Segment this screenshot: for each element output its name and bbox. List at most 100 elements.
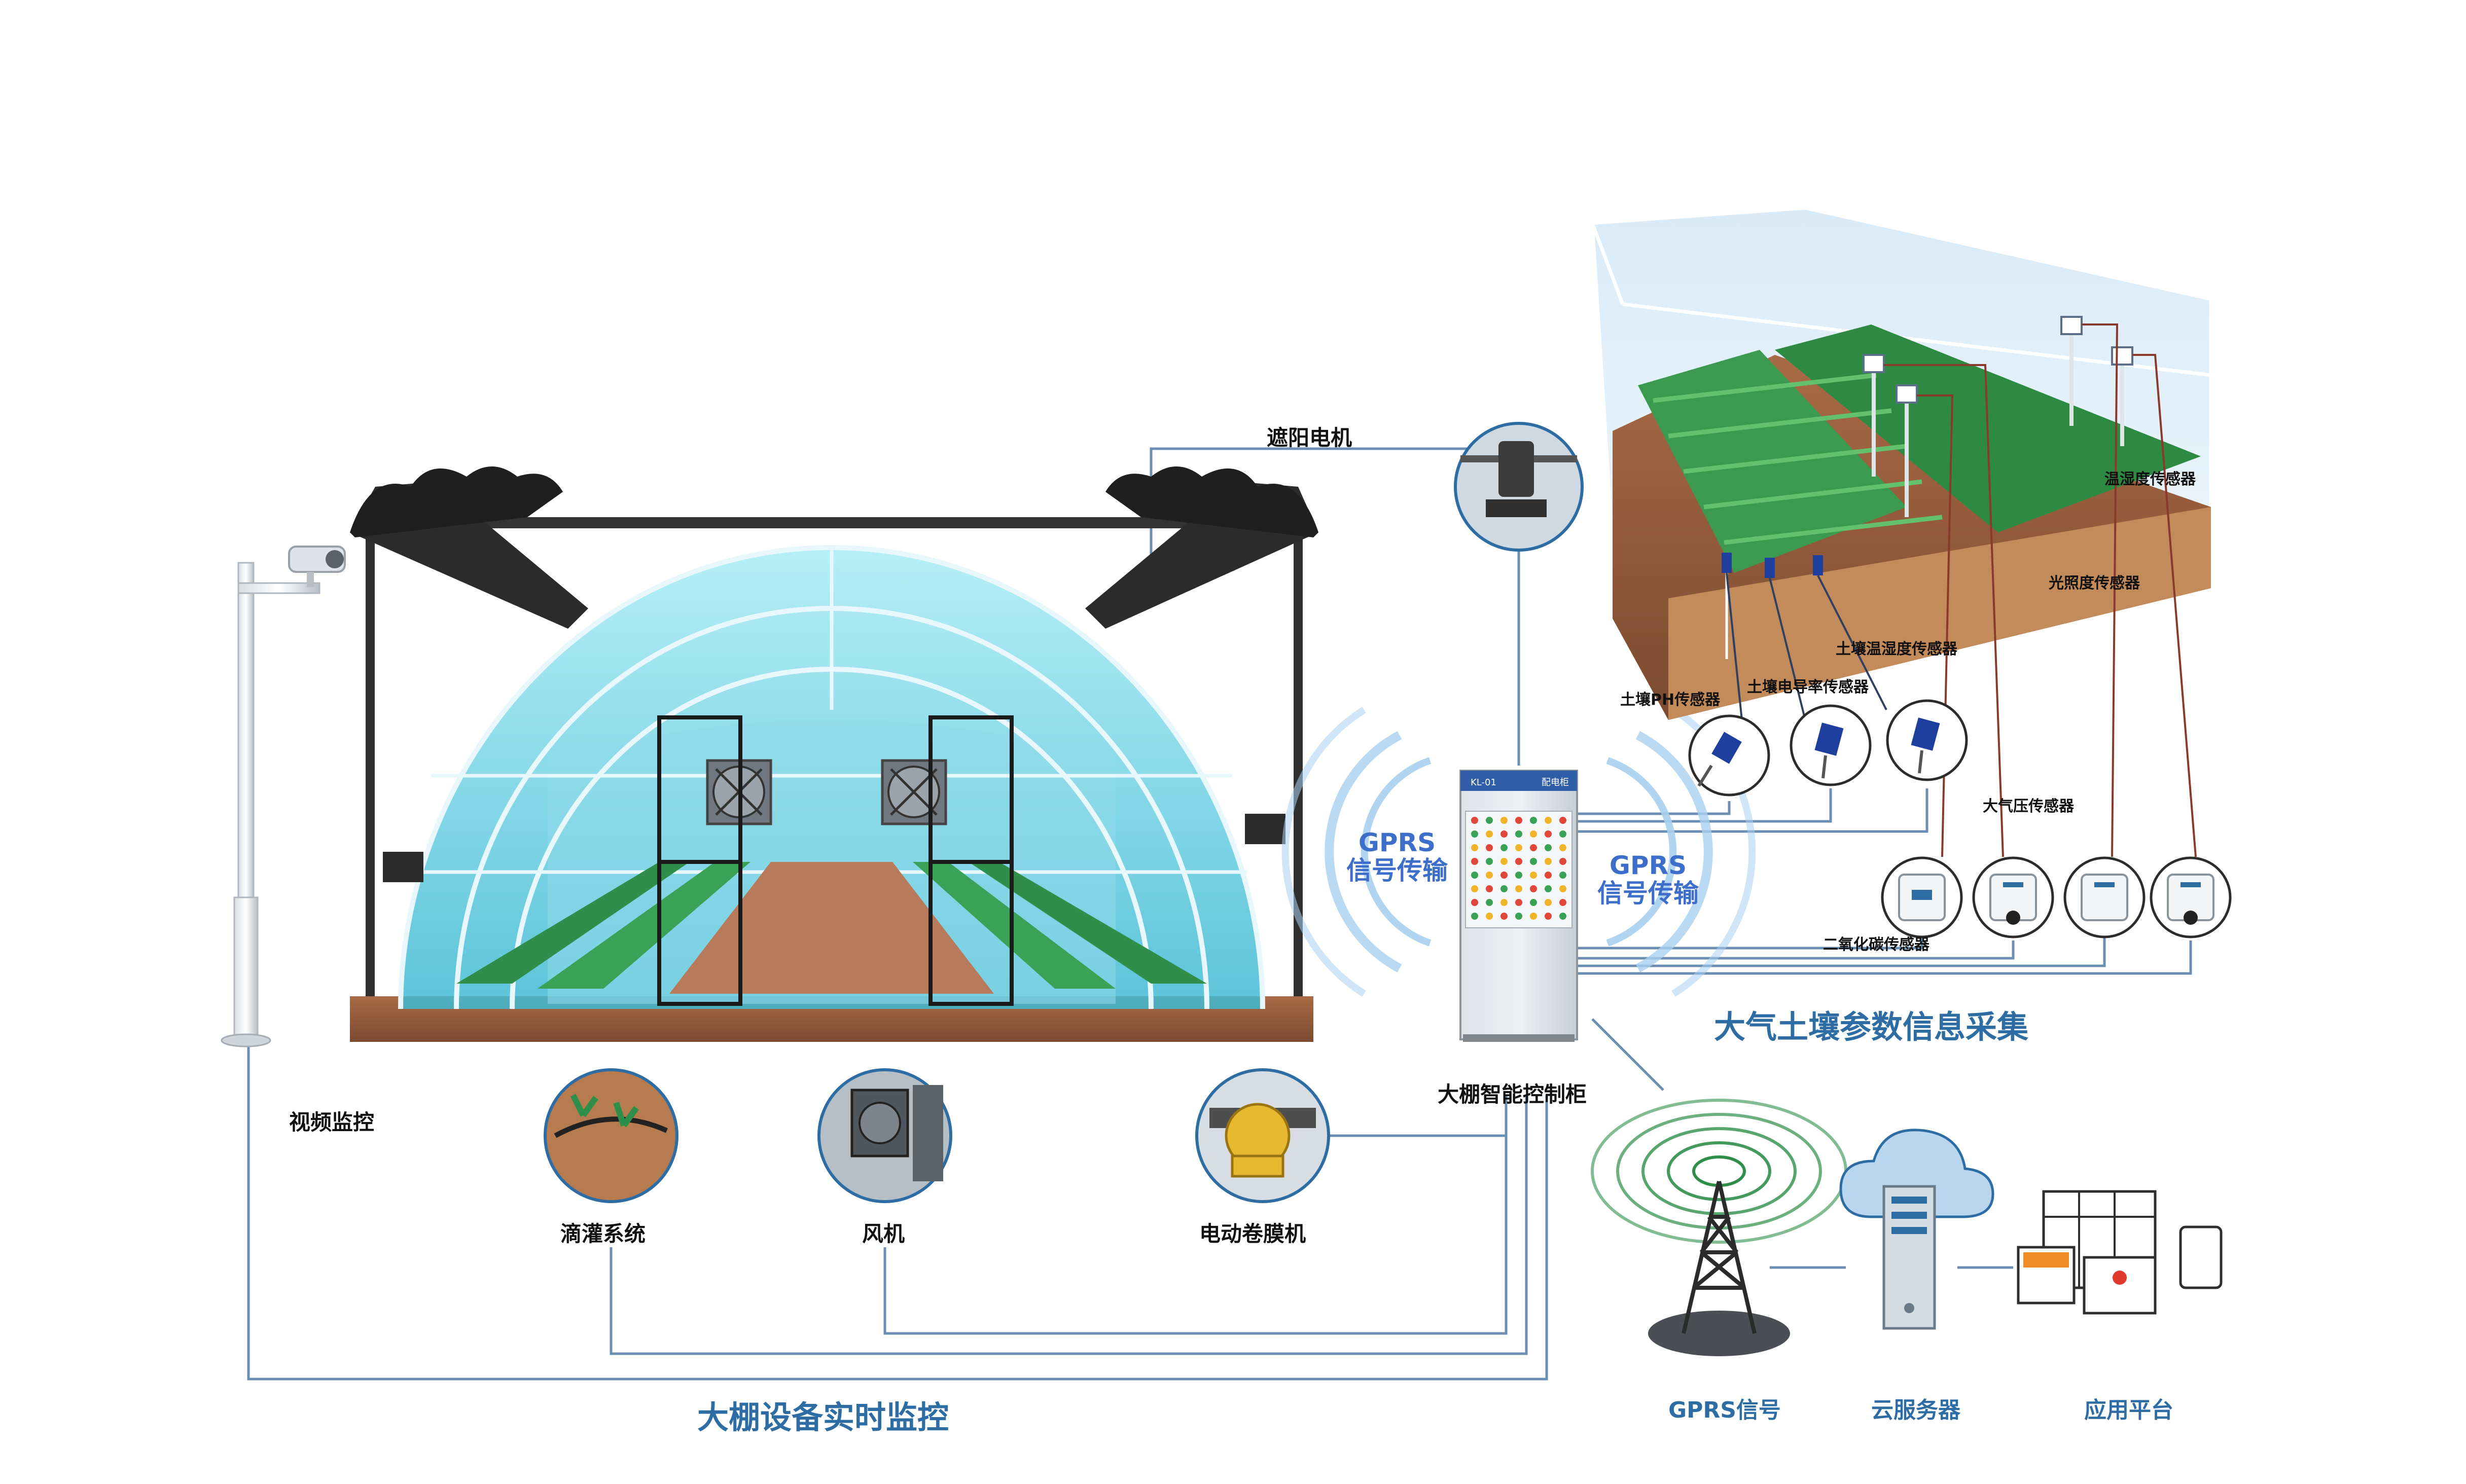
- cabinet-indicator-light: [1500, 885, 1508, 892]
- video-line: [247, 1039, 1548, 1381]
- soil-ph-sensor-label: 土壤PH传感器: [1620, 691, 1721, 709]
- connection-lines: [247, 447, 2192, 1381]
- cabinet-indicator-light: [1486, 858, 1493, 865]
- cabinet-indicator-light: [1515, 872, 1522, 879]
- cabinet-indicator-light: [1515, 817, 1522, 824]
- cloud-server-label: 云服务器: [1871, 1397, 1960, 1423]
- cabinet-indicator-light: [1559, 885, 1566, 892]
- gprs-tower-icon: [1591, 1099, 1847, 1356]
- gprs-signal-label: GPRS信号: [1668, 1397, 1781, 1423]
- cabinet-indicator-light: [1545, 885, 1552, 892]
- cabinet-tag-right: 配电柜: [1542, 777, 1569, 788]
- cabinet-indicator-light: [1545, 830, 1552, 838]
- cabinet-indicator-light: [1530, 844, 1537, 851]
- soil-conductivity-sensor-label: 土壤电导率传感器: [1747, 678, 1869, 696]
- soil-ec-line: [1577, 788, 1832, 823]
- co2-sensor-icon: [1972, 856, 2054, 938]
- cabinet-indicator-light: [1471, 899, 1478, 906]
- cabinet-indicator-light: [1559, 899, 1566, 906]
- drip-line: [610, 1095, 1528, 1355]
- video-monitor-label: 视频监控: [289, 1110, 375, 1135]
- cabinet-indicator-light: [1545, 817, 1552, 824]
- co2-sensor-label: 二氧化碳传感器: [1823, 936, 1929, 954]
- pressure-sensor-label: 大气压传感器: [1983, 798, 2074, 815]
- video-pole: [221, 562, 320, 1047]
- control-cabinet: [1459, 770, 1578, 1042]
- cabinet-tag-left: KL-01: [1471, 777, 1496, 788]
- control-cabinet-label: 大棚智能控制柜: [1438, 1082, 1587, 1107]
- app-platform-label: 应用平台: [2084, 1397, 2173, 1423]
- cabinet-indicator-light: [1471, 858, 1478, 865]
- gprs-left-line-1: GPRS: [1358, 828, 1436, 857]
- cabinet-indicator-light: [1486, 817, 1493, 824]
- cabinet-indicator-light: [1515, 899, 1522, 906]
- app-platform-icon: [2017, 1190, 2223, 1315]
- temp-humidity-sensor-icon: [2063, 856, 2146, 938]
- drip-irrigation-label: 滴灌系统: [560, 1221, 646, 1246]
- roller-line: [1329, 1095, 1508, 1137]
- cabinet-indicator-light: [1471, 844, 1478, 851]
- cabinet-indicator-light: [1545, 844, 1552, 851]
- soil-temp-humidity-sensor-label: 土壤温湿度传感器: [1836, 640, 1957, 658]
- fan-line: [883, 1095, 1508, 1335]
- cabinet-indicator-light: [1486, 844, 1493, 851]
- shade-motor-photo: [1454, 422, 1584, 552]
- cabinet-indicator-light: [1559, 817, 1566, 824]
- wall-fan-right: [881, 759, 947, 825]
- film-roller-photo: [1195, 1068, 1330, 1203]
- drip-irrigation-photo: [544, 1068, 678, 1203]
- cabinet-indicator-light: [1471, 872, 1478, 879]
- fan-label: 风机: [862, 1221, 905, 1246]
- cloud-server-icon: [1839, 1129, 1994, 1330]
- cabinet-indicator-light: [1530, 872, 1537, 879]
- cabinet-indicator-light: [1559, 872, 1566, 879]
- equipment-monitor-title: 大棚设备实时监控: [697, 1399, 949, 1436]
- cabinet-indicator-light: [1486, 885, 1493, 892]
- greenhouse: [350, 466, 1318, 1042]
- camera-icon: [288, 546, 346, 587]
- cabinet-indicator-light: [1471, 913, 1478, 920]
- cabinet-indicator-light: [1500, 913, 1508, 920]
- film-roller-label: 电动卷膜机: [1199, 1221, 1306, 1246]
- cabinet-indicator-light: [1471, 817, 1478, 824]
- sensor-greenhouse: [1590, 206, 2213, 857]
- cabinet-indicator-light: [1486, 899, 1493, 906]
- soil-conductivity-sensor-icon: [1790, 704, 1872, 786]
- soil-ph-sensor-icon: [1688, 714, 1770, 797]
- cabinet-indicator-light: [1530, 830, 1537, 838]
- cabinet-indicator-light: [1530, 885, 1537, 892]
- shade-motor-label: 遮阳电机: [1267, 425, 1352, 450]
- cabinet-indicator-light: [1515, 858, 1522, 865]
- light-sensor-icon: [2150, 856, 2232, 938]
- cabinet-indicator-light: [1515, 830, 1522, 838]
- gprs-left-label: GPRS 信号传输: [1339, 829, 1455, 885]
- light-sensor-label: 光照度传感器: [2049, 574, 2140, 592]
- pressure-sensor-icon: [1881, 856, 1963, 938]
- co2-line: [1577, 940, 2015, 960]
- pressure-line: [1577, 935, 1923, 950]
- cabinet-indicator-light: [1500, 844, 1508, 851]
- gprs-right-label: GPRS 信号传输: [1590, 852, 1706, 908]
- soil-th-line: [1577, 788, 1928, 833]
- cabinet-indicator-light: [1500, 817, 1508, 824]
- cabinet-indicator-light: [1530, 858, 1537, 865]
- cabinet-indicator-light: [1515, 913, 1522, 920]
- cabinet-indicator-light: [1500, 830, 1508, 838]
- soil-temp-humidity-sensor-icon: [1886, 699, 1968, 781]
- cabinet-indicator-light: [1471, 885, 1478, 892]
- temp-humidity-sensor-label: 温湿度传感器: [2104, 470, 2196, 488]
- cabinet-indicator-light: [1559, 830, 1566, 838]
- data-collection-title: 大气土壤参数信息采集: [1714, 1008, 2029, 1045]
- cabinet-indicator-light: [1500, 872, 1508, 879]
- gprs-right-line-2: 信号传输: [1597, 879, 1699, 908]
- cabinet-indicator-light: [1545, 872, 1552, 879]
- cabinet-indicator-light: [1500, 858, 1508, 865]
- gprs-right-line-1: GPRS: [1609, 851, 1687, 880]
- cabinet-indicator-light: [1559, 858, 1566, 865]
- cabinet-indicator-light: [1471, 830, 1478, 838]
- planting-beds: [456, 862, 1207, 994]
- cabinet-indicator-light: [1515, 885, 1522, 892]
- fan-photo: [817, 1068, 952, 1203]
- gprs-left-line-2: 信号传输: [1346, 856, 1448, 885]
